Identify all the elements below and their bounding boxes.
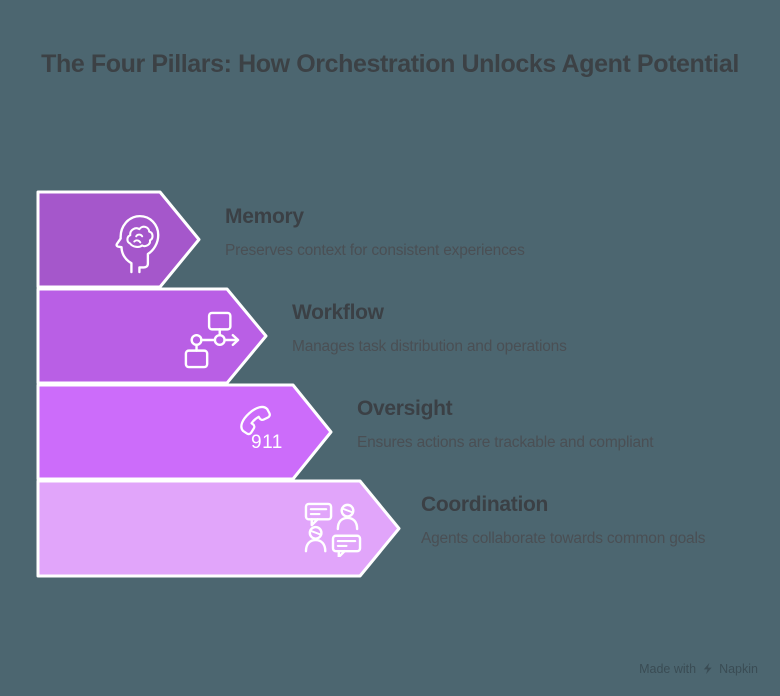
brain-head-icon <box>112 210 164 274</box>
pillar-arrow <box>36 190 201 289</box>
pillar-description: Ensures actions are trackable and compli… <box>357 434 654 451</box>
emergency-number-label: 911 <box>251 432 283 453</box>
watermark-brand: Napkin <box>719 661 758 676</box>
emergency-phone-icon <box>236 404 278 442</box>
pillar-title: Workflow <box>292 301 384 324</box>
napkin-logo-icon <box>703 662 712 675</box>
watermark-prefix: Made with <box>639 661 697 676</box>
watermark: Made with Napkin <box>639 661 758 676</box>
page-title: The Four Pillars: How Orchestration Unlo… <box>41 50 739 78</box>
pillar-description: Agents collaborate towards common goals <box>421 530 706 547</box>
pillar-arrow <box>36 383 333 481</box>
flowchart-icon <box>183 310 241 370</box>
people-chat-icon <box>303 501 363 557</box>
pillar-title: Oversight <box>357 397 453 420</box>
pillar-title: Coordination <box>421 493 549 516</box>
pillar-description: Manages task distribution and operations <box>292 338 567 355</box>
pillar-title: Memory <box>225 205 304 228</box>
pillar-description: Preserves context for consistent experie… <box>225 242 525 259</box>
pillar-arrow <box>36 287 268 385</box>
